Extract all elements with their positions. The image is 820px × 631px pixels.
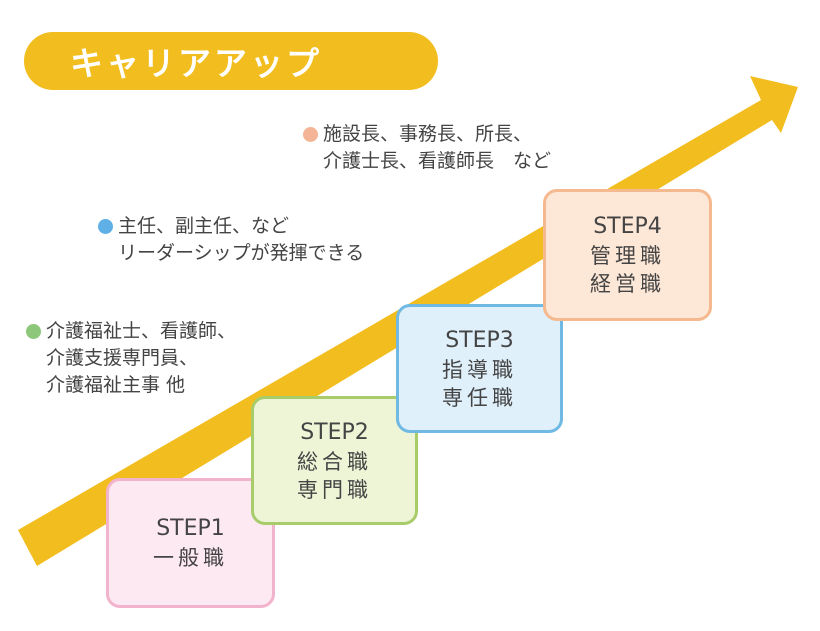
- step-label: STEP1: [156, 516, 225, 541]
- step-role: 指導職: [442, 357, 517, 382]
- note-line: 介護福祉主事 他: [46, 374, 186, 396]
- note-line: 介護福祉士、看護師、: [46, 320, 237, 342]
- title-banner: キャリアアップ: [24, 32, 438, 90]
- step1-box: STEP1 一般職: [106, 478, 275, 608]
- note-step2-3: 主任、副主任、など リーダーシップが発揮できる: [98, 213, 365, 267]
- step-label: STEP3: [445, 327, 514, 353]
- step4-box: STEP4 管理職 経営職: [543, 189, 712, 321]
- green-dot-icon: [26, 324, 41, 339]
- note-line: 施設長、事務長、所長、: [323, 123, 533, 145]
- step-role: 経営職: [590, 272, 665, 296]
- orange-dot-icon: [303, 127, 318, 142]
- step-label: STEP2: [300, 419, 369, 445]
- title-text: キャリアアップ: [70, 44, 322, 83]
- step3-box: STEP3 指導職 専任職: [396, 304, 563, 433]
- note-step1: 介護福祉士、看護師、 介護支援専門員、 介護福祉主事 他: [26, 318, 237, 399]
- blue-dot-icon: [98, 219, 113, 234]
- step-role: 管理職: [590, 244, 665, 268]
- step-role: 専任職: [442, 385, 517, 410]
- step-role: 専門職: [297, 477, 372, 502]
- note-line: リーダーシップが発揮できる: [118, 242, 365, 264]
- step-role: 総合職: [297, 449, 372, 474]
- step-label: STEP4: [593, 214, 662, 239]
- step-role: 一般職: [153, 546, 228, 570]
- note-line: 介護士長、看護師長 など: [323, 150, 552, 172]
- step2-box: STEP2 総合職 専門職: [251, 396, 418, 525]
- note-line: 介護支援専門員、: [46, 347, 199, 369]
- note-step4: 施設長、事務長、所長、 介護士長、看護師長 など: [303, 121, 552, 175]
- note-line: 主任、副主任、など: [118, 215, 290, 237]
